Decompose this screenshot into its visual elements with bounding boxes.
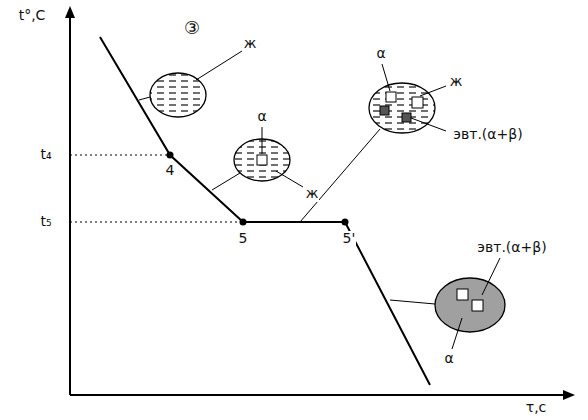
figure-number: ③ [183, 18, 201, 38]
phase-label: α [375, 46, 386, 61]
structure-link [212, 173, 240, 190]
structure-link [139, 97, 150, 100]
alpha-crystal [257, 155, 267, 165]
curve-point [342, 219, 349, 226]
temperature-mark: t₄ [39, 147, 52, 162]
leader-line [482, 258, 500, 295]
leader-line [452, 318, 462, 349]
structure-link [300, 129, 380, 222]
phase-label: α [443, 351, 454, 366]
phase-label: ж [449, 74, 464, 89]
structure-link [390, 300, 435, 304]
phase-label: ж [243, 36, 258, 51]
point-number: 4 [165, 163, 176, 178]
leader-line [420, 86, 446, 96]
alpha-crystal [472, 300, 483, 311]
leader-line [382, 64, 390, 91]
point-number: 5 [238, 231, 249, 246]
solid-structure [435, 278, 505, 332]
leader-line [262, 127, 263, 154]
curve-point [167, 152, 174, 159]
eutectic-forming-structure [369, 83, 435, 133]
axis-arrowhead [65, 6, 75, 18]
point-number: 5' [342, 231, 357, 246]
phase-label: эвт.(α+β) [452, 127, 523, 142]
guide-line [70, 155, 170, 156]
leader-line [276, 171, 303, 187]
eutectic-grain [402, 113, 411, 122]
time-axis [70, 394, 566, 396]
phase-label: α [256, 109, 267, 124]
axis-label: t°,C [18, 8, 47, 23]
guide-line [70, 222, 243, 223]
temperature-mark: t₅ [39, 214, 52, 229]
liquid-structure [150, 73, 206, 117]
curve-point [240, 219, 247, 226]
leader-line [411, 118, 446, 131]
alpha-crystal [412, 97, 423, 108]
phase-label: эвт.(α+β) [476, 240, 547, 255]
alpha-crystal [386, 92, 396, 102]
temperature-axis [69, 14, 71, 395]
alpha-crystal [457, 289, 468, 300]
phase-label: ж [305, 186, 320, 201]
leader-line [196, 51, 242, 80]
axis-arrowhead [563, 390, 575, 400]
axis-label: τ,с [525, 400, 548, 415]
eutectic-grain [380, 106, 389, 115]
